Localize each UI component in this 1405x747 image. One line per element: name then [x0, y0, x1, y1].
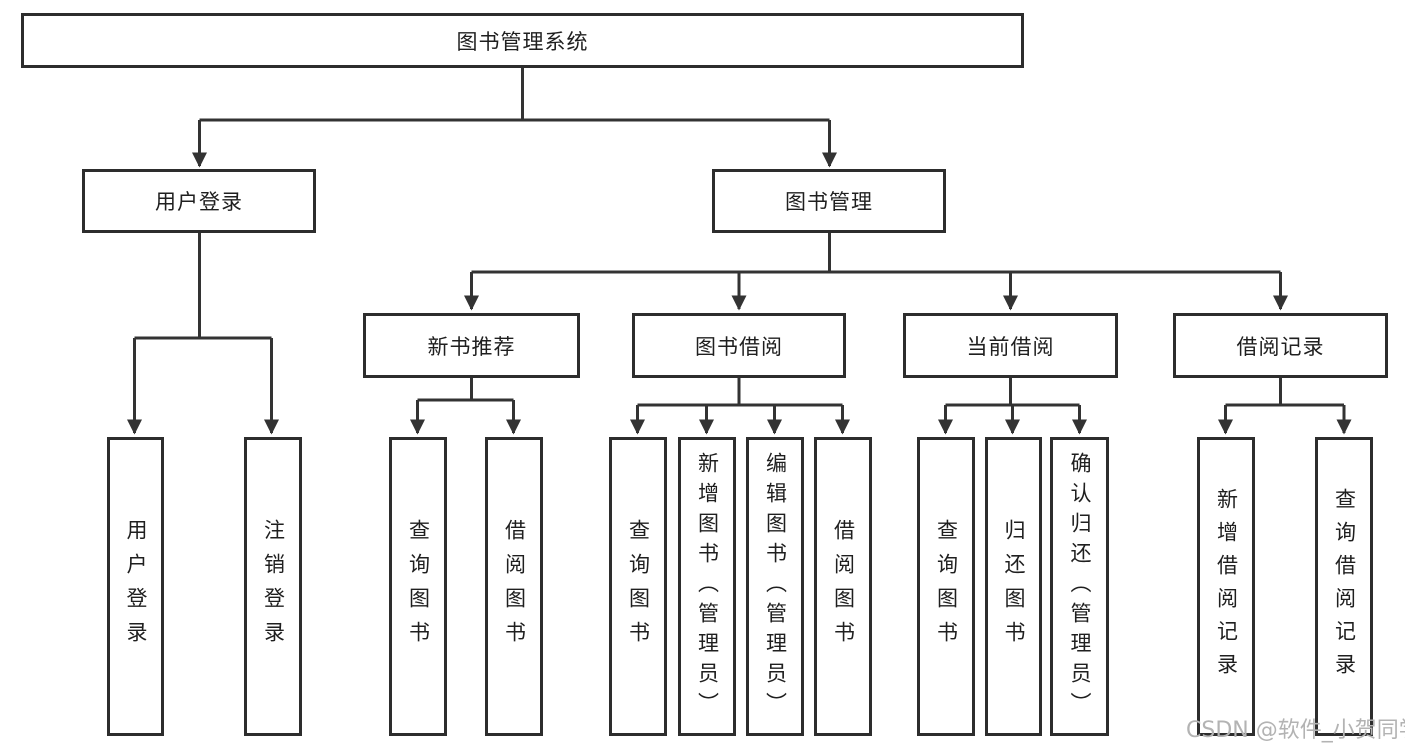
leaf-bb-query-book: 查询图书	[609, 437, 667, 736]
leaf-bb-edit-book-admin-label: 编辑图书（管理员）	[763, 451, 788, 722]
leaf-bb-borrow-book-label: 借阅图书	[831, 518, 856, 655]
leaf-br-query-record: 查询借阅记录	[1315, 437, 1373, 736]
leaf-logout-label: 注销登录	[261, 518, 286, 655]
leaf-br-query-record-label: 查询借阅记录	[1332, 487, 1357, 686]
node-new-book-rec: 新书推荐	[363, 313, 580, 378]
leaf-bb-add-book-admin-label: 新增图书（管理员）	[695, 451, 720, 722]
leaf-cb-confirm-return-admin-label: 确认归还（管理员）	[1068, 451, 1092, 722]
leaf-nb-borrow-book-label: 借阅图书	[502, 518, 527, 655]
node-borrow-record: 借阅记录	[1173, 313, 1388, 378]
leaf-br-add-record-label: 新增借阅记录	[1214, 487, 1239, 686]
leaf-bb-add-book-admin: 新增图书（管理员）	[678, 437, 736, 736]
node-user-login-label: 用户登录	[155, 190, 243, 214]
leaf-user-login: 用户登录	[107, 437, 164, 736]
node-root: 图书管理系统	[21, 13, 1024, 68]
leaf-bb-borrow-book: 借阅图书	[814, 437, 872, 736]
node-user-login: 用户登录	[82, 169, 316, 233]
leaf-cb-return-book: 归还图书	[985, 437, 1042, 736]
leaf-logout: 注销登录	[244, 437, 302, 736]
leaf-user-login-label: 用户登录	[124, 518, 148, 655]
node-current-borrow: 当前借阅	[903, 313, 1118, 378]
leaf-cb-query-book: 查询图书	[917, 437, 975, 736]
leaf-nb-query-book: 查询图书	[389, 437, 447, 736]
node-borrow-record-label: 借阅记录	[1236, 334, 1325, 359]
leaf-br-add-record: 新增借阅记录	[1197, 437, 1255, 736]
node-root-label: 图书管理系统	[456, 29, 589, 54]
node-book-mgmt-label: 图书管理	[785, 190, 873, 214]
csdn-watermark: CSDN @软件_小贺同学	[1186, 718, 1405, 743]
node-book-borrow-label: 图书借阅	[695, 334, 783, 359]
leaf-cb-return-book-label: 归还图书	[1002, 518, 1026, 655]
node-current-borrow-label: 当前借阅	[966, 334, 1055, 359]
node-book-mgmt: 图书管理	[712, 169, 946, 233]
leaf-bb-edit-book-admin: 编辑图书（管理员）	[746, 437, 804, 736]
leaf-cb-query-book-label: 查询图书	[934, 518, 959, 655]
leaf-bb-query-book-label: 查询图书	[626, 518, 651, 655]
node-new-book-rec-label: 新书推荐	[427, 334, 516, 359]
node-book-borrow: 图书借阅	[632, 313, 846, 378]
leaf-cb-confirm-return-admin: 确认归还（管理员）	[1050, 437, 1109, 736]
connector-trunks	[134, 68, 1344, 407]
leaf-nb-borrow-book: 借阅图书	[485, 437, 543, 736]
leaf-nb-query-book-label: 查询图书	[406, 518, 431, 655]
